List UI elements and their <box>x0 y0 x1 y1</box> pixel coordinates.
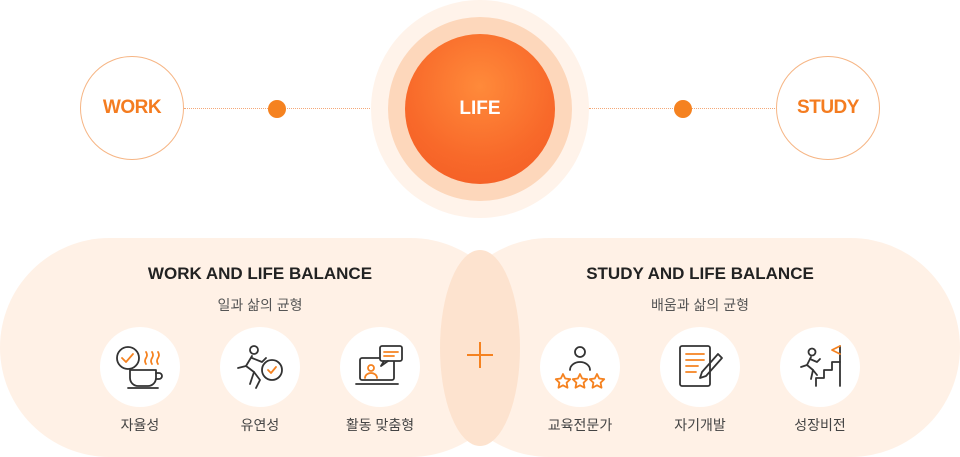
study-life-subtitle: 배움과 삶의 균형 <box>651 297 749 313</box>
life-circle: LIFE <box>405 34 555 184</box>
connector-dot-right <box>674 100 692 118</box>
laptop-chat-icon <box>340 327 420 407</box>
study-life-title: STUDY AND LIFE BALANCE <box>586 264 814 283</box>
coffee-clock-icon <box>100 327 180 407</box>
running-clock-icon <box>220 327 300 407</box>
plus-icon <box>466 341 494 369</box>
item-label-education-expert: 교육전문가 <box>547 417 613 433</box>
item-label-autonomy: 자율성 <box>120 417 160 433</box>
study-circle: STUDY <box>776 56 880 160</box>
work-life-title: WORK AND LIFE BALANCE <box>147 264 373 283</box>
expert-stars-icon <box>540 327 620 407</box>
item-label-growth-vision: 성장비전 <box>794 417 846 433</box>
work-life-subtitle: 일과 삶의 균형 <box>217 297 303 313</box>
stairs-flag-icon <box>780 327 860 407</box>
document-pencil-icon <box>660 327 740 407</box>
item-label-flexibility: 유연성 <box>240 417 280 433</box>
item-label-self-development: 자기개발 <box>674 417 726 433</box>
connector-dot-left <box>268 100 286 118</box>
item-label-custom-activity: 활동 맞춤형 <box>345 417 415 433</box>
work-circle: WORK <box>80 56 184 160</box>
